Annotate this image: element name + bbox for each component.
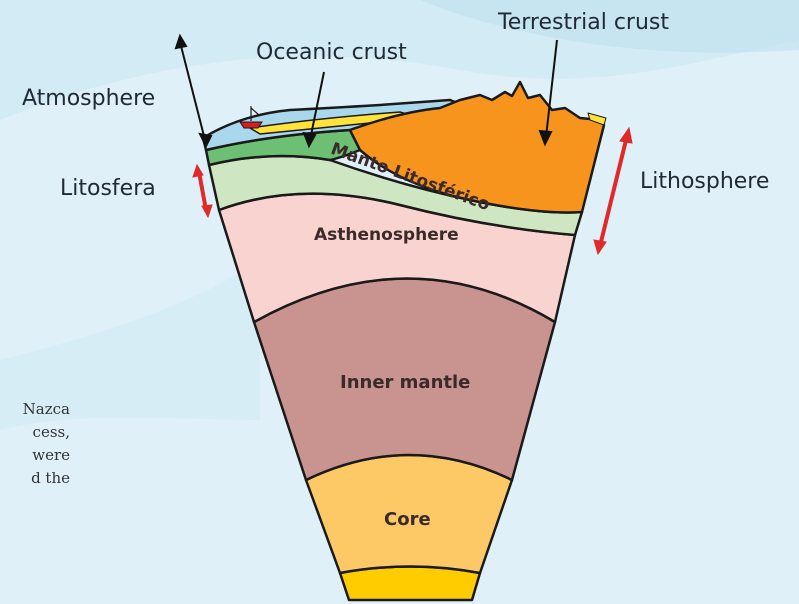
core-inner-layer xyxy=(340,567,480,601)
body-text-fragments: Nazca cess, were d the xyxy=(0,398,80,508)
body-text-line: Nazca xyxy=(0,398,70,421)
terrestrial-crust-label: Terrestrial crust xyxy=(497,10,669,35)
asthenosphere-label: Asthenosphere xyxy=(314,225,459,245)
oceanic-crust-label: Oceanic crust xyxy=(256,40,407,65)
body-text-line: d the xyxy=(0,467,70,490)
litosfera-label: Litosfera xyxy=(60,176,156,201)
body-text-line: cess, xyxy=(0,421,70,444)
litosfera-arrow xyxy=(199,172,206,210)
core-label: Core xyxy=(384,509,431,530)
lithosphere-arrow xyxy=(600,136,627,246)
atmosphere-label: Atmosphere xyxy=(22,86,155,111)
inner-mantle-label: Inner mantle xyxy=(340,372,470,393)
lithosphere-label: Lithosphere xyxy=(640,169,769,194)
body-text-line: were xyxy=(0,444,70,467)
